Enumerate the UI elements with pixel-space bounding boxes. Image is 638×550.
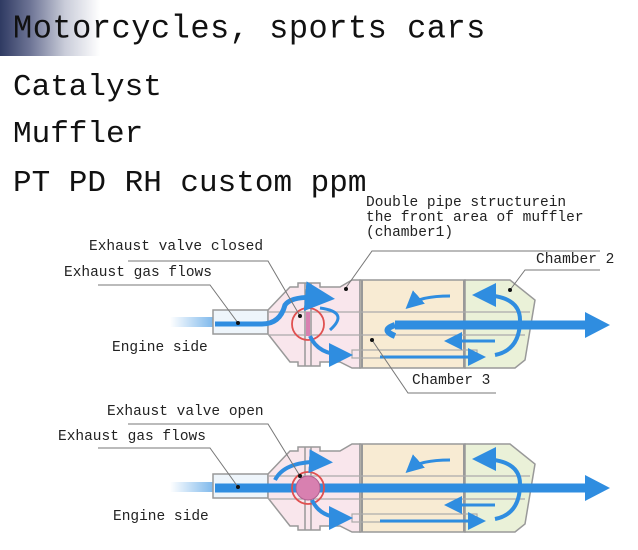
label-flow-top: Exhaust gas flows [64, 265, 212, 281]
outflow-arrow-closed [585, 312, 610, 338]
page-title: Motorcycles, sports cars [13, 9, 486, 48]
label-chamber1-line1: Double pipe structurein [366, 195, 567, 211]
leader-chamber2 [509, 269, 600, 291]
label-chamber1-line3: (chamber1) [366, 225, 454, 241]
outflow-arrow-open [585, 475, 610, 501]
title-bar [0, 0, 638, 56]
inflow-gradient [170, 317, 240, 327]
label-chamber2: Chamber 2 [536, 252, 615, 268]
leader-chamber3 [371, 339, 496, 394]
label-flow-bottom: Exhaust gas flows [58, 429, 206, 445]
label-engine-top: Engine side [112, 340, 208, 356]
label-chamber1-line2: the front area of muffler [366, 210, 584, 226]
leader-flow [98, 447, 239, 488]
leader-valve [128, 423, 301, 477]
bullet-catalyst: Catalyst [13, 70, 162, 105]
label-valve-closed: Exhaust valve closed [89, 239, 264, 255]
leader-chamber1 [344, 250, 600, 290]
bullet-metals: PT PD RH custom ppm [13, 166, 367, 201]
valve-ring-open [291, 471, 325, 505]
leader-valve [128, 260, 301, 317]
bullet-muffler: Muffler [13, 117, 144, 152]
chamber-1 [267, 279, 361, 369]
valve-plate-closed [306, 312, 310, 336]
label-valve-open: Exhaust valve open [107, 404, 264, 420]
valve-plate-open [295, 475, 321, 501]
leader-flow [98, 284, 239, 324]
diagram-valve-closed [98, 250, 610, 394]
label-chamber3: Chamber 3 [412, 373, 491, 389]
inflow-gradient [170, 482, 240, 492]
label-engine-bottom: Engine side [113, 509, 209, 525]
diagram-valve-open [98, 423, 610, 533]
